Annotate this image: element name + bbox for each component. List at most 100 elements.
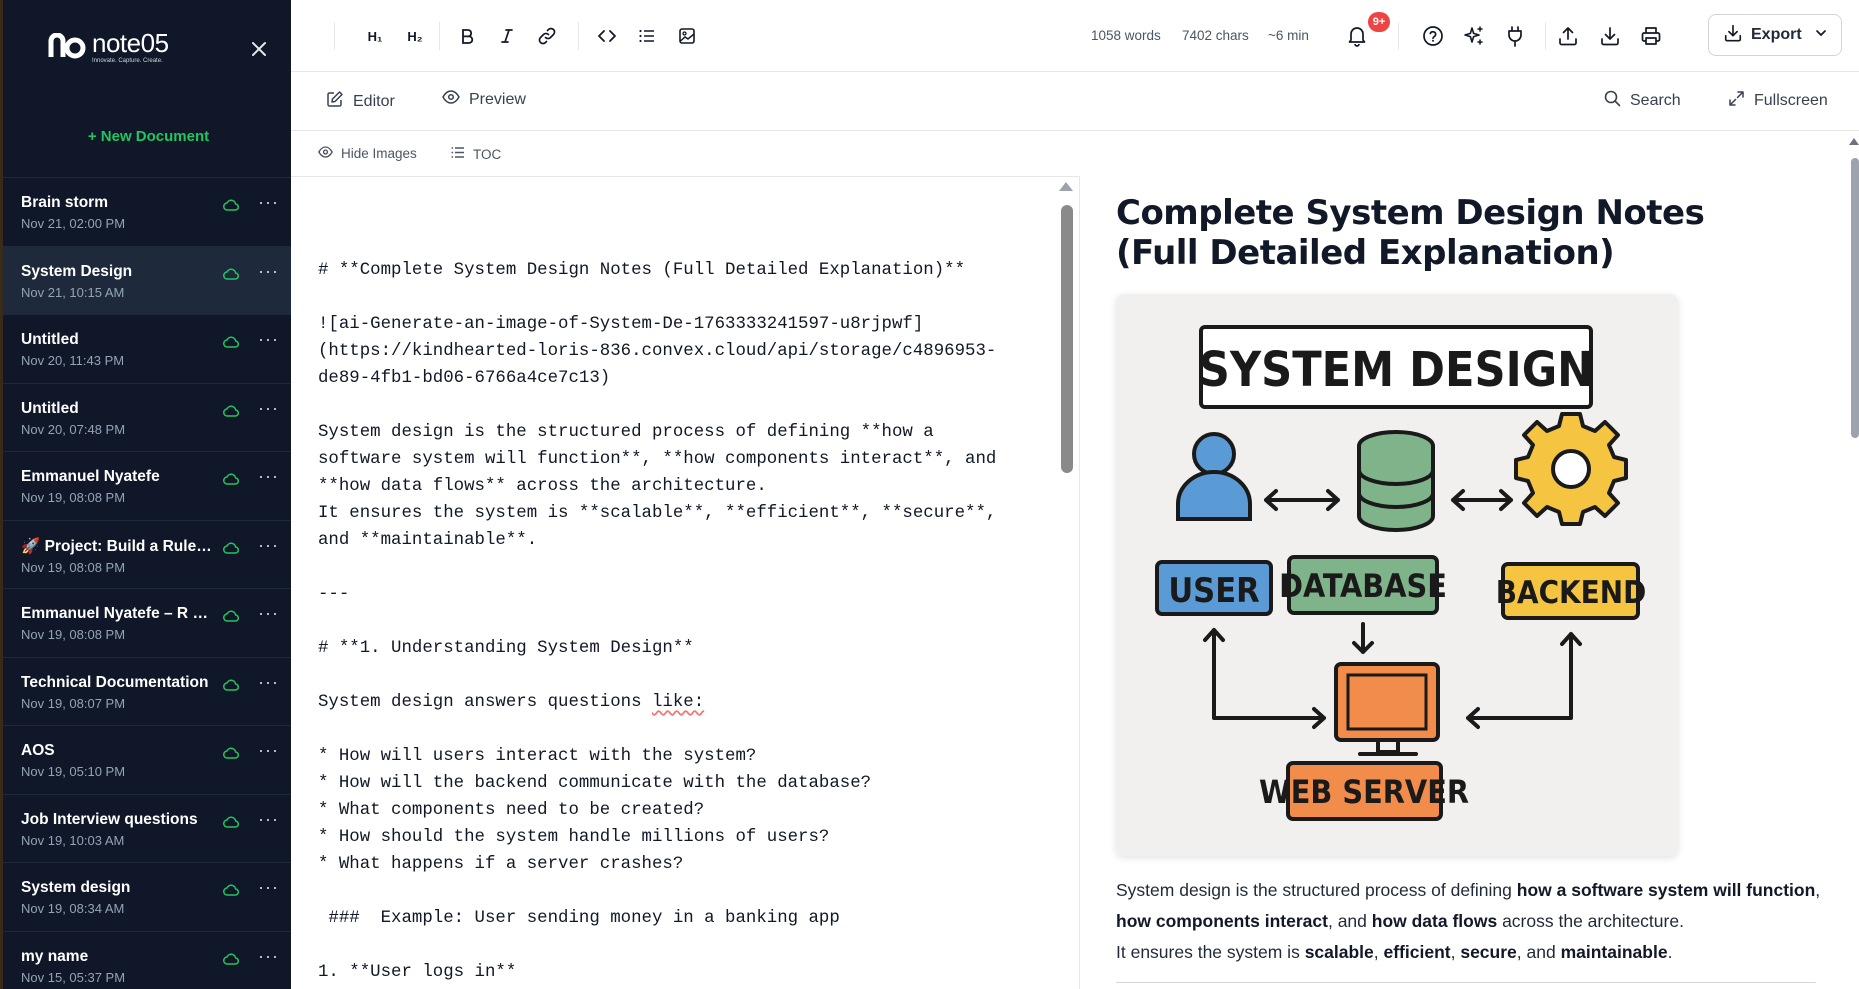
- document-date: Nov 15, 05:37 PM: [21, 969, 126, 985]
- preview-title: Complete System Design Notes (Full Detai…: [1116, 193, 1705, 273]
- help-icon[interactable]: [1420, 24, 1446, 48]
- more-options-icon[interactable]: ···: [258, 466, 279, 486]
- paragraph-text: ,: [1450, 942, 1461, 962]
- more-options-icon[interactable]: ···: [258, 808, 279, 829]
- fullscreen-label: Fullscreen: [1754, 92, 1828, 109]
- editor-scrollbar-thumb[interactable]: [1061, 205, 1073, 473]
- paragraph-bold: secure: [1460, 942, 1517, 962]
- italic-icon[interactable]: [494, 24, 520, 48]
- editor-line: It ensures the system is **scalable**, *…: [318, 504, 997, 523]
- editor-line: System design answers questions like:: [318, 693, 705, 712]
- heading-2-button[interactable]: H₂: [407, 28, 423, 44]
- sidebar-document-item[interactable]: Emmanuel Nyatefe – R & D Nov 19, 08:08 PM…: [3, 588, 291, 657]
- editor-line: # **1. Understanding System Design**: [318, 639, 694, 658]
- sidebar: note05 Innovate. Capture. Create. + New …: [0, 0, 291, 989]
- editor-text[interactable]: # **Complete System Design Notes (Full D…: [318, 257, 1058, 986]
- plug-icon[interactable]: [1502, 24, 1528, 48]
- toc-label: TOC: [473, 146, 502, 162]
- more-options-icon[interactable]: ···: [258, 671, 279, 692]
- document-date: Nov 19, 05:10 PM: [21, 764, 126, 779]
- editor-line: and **maintainable**.: [318, 531, 538, 550]
- system-design-illustration: SYSTEM DESIGN USER DATABASE BACKEND: [1116, 294, 1678, 856]
- upload-icon[interactable]: [1555, 24, 1581, 48]
- hide-images-label: Hide Images: [341, 146, 417, 161]
- document-title: 🚀 Project: Build a Rule-Based System: [21, 537, 213, 555]
- bell-icon[interactable]: [1344, 24, 1370, 48]
- more-options-icon[interactable]: ···: [258, 397, 279, 418]
- more-options-icon[interactable]: ···: [258, 329, 279, 349]
- hide-images-button[interactable]: Hide Images: [318, 146, 417, 161]
- editor-line: ![ai-Generate-an-image-of-System-De-1763…: [318, 315, 924, 334]
- tab-editor[interactable]: Editor: [326, 90, 395, 113]
- bold-icon[interactable]: [454, 24, 480, 48]
- editor-line: [318, 716, 1058, 743]
- more-options-icon[interactable]: ···: [258, 603, 279, 623]
- download-icon[interactable]: [1597, 24, 1623, 48]
- editor-line: ---: [318, 585, 350, 604]
- cloud-synced-icon: [223, 404, 240, 422]
- print-icon[interactable]: [1638, 24, 1664, 48]
- paragraph-bold: how a software system will function: [1516, 880, 1816, 900]
- toc-button[interactable]: TOC: [451, 146, 501, 162]
- link-icon[interactable]: [534, 24, 560, 48]
- sidebar-document-item[interactable]: 🚀 Project: Build a Rule-Based SystemNov …: [3, 519, 291, 589]
- document-date: Nov 19, 08:08 PM: [21, 627, 126, 642]
- export-button[interactable]: Export: [1708, 14, 1842, 56]
- editor-line: [318, 554, 1058, 581]
- more-options-icon[interactable]: ···: [258, 740, 279, 760]
- paragraph-text: across the architecture.: [1497, 911, 1684, 931]
- document-date: Nov 19, 10:03 AM: [21, 832, 125, 848]
- notification-badge: 9+: [1368, 12, 1390, 32]
- close-icon[interactable]: [248, 38, 270, 60]
- tab-editor-label: Editor: [353, 92, 395, 110]
- preview-paragraph: System design is the structured process …: [1116, 875, 1826, 968]
- preview-scroll-up-arrow[interactable]: [1849, 138, 1859, 145]
- preview-scrollbar-thumb[interactable]: [1851, 158, 1859, 438]
- document-title: Emmanuel Nyatefe – R & D: [21, 605, 213, 622]
- image-icon[interactable]: [674, 24, 700, 48]
- editor-subtoolbar: Hide Images TOC: [291, 131, 1080, 177]
- eye-icon: [318, 146, 333, 161]
- new-document-button[interactable]: + New Document: [87, 128, 210, 145]
- editor-line: * How will the backend communicate with …: [318, 774, 872, 793]
- ai-sparkles-icon[interactable]: [1461, 24, 1487, 48]
- document-date: Nov 21, 02:00 PM: [21, 216, 126, 231]
- more-options-icon[interactable]: ···: [258, 534, 279, 555]
- paragraph-text: , and: [1516, 942, 1561, 962]
- editor-line: System design is the structured process …: [318, 423, 934, 442]
- markdown-editor[interactable]: # **Complete System Design Notes (Full D…: [291, 177, 1080, 989]
- editor-line: software system will function**, **how c…: [318, 450, 997, 469]
- document-title: my name: [21, 947, 89, 965]
- list-icon: [451, 146, 465, 162]
- brand-logo[interactable]: note05 Innovate. Capture. Create.: [48, 30, 169, 64]
- more-options-icon[interactable]: ···: [258, 877, 279, 897]
- misspelled-word[interactable]: like:: [651, 693, 705, 712]
- editor-line: **how data flows** across the architectu…: [318, 477, 767, 496]
- more-options-icon[interactable]: ···: [258, 945, 279, 966]
- more-options-icon[interactable]: ···: [258, 260, 279, 281]
- toolbar-divider: [439, 22, 440, 50]
- fullscreen-button[interactable]: Fullscreen: [1728, 90, 1828, 112]
- more-options-icon[interactable]: ···: [258, 192, 279, 212]
- editor-scroll-up-arrow[interactable]: [1059, 182, 1073, 191]
- search-icon: [1604, 90, 1621, 112]
- heading-1-button[interactable]: H₁: [367, 28, 383, 44]
- tab-preview[interactable]: Preview: [442, 90, 526, 109]
- search-button[interactable]: Search: [1604, 90, 1681, 112]
- editor-line: ### Example: User sending money in a ban…: [318, 909, 840, 928]
- cloud-synced-icon: [223, 746, 240, 764]
- bullet-list-icon[interactable]: [634, 24, 660, 48]
- document-title: System Design: [21, 262, 133, 280]
- illustration-heading: SYSTEM DESIGN: [1199, 342, 1594, 398]
- code-icon[interactable]: [594, 24, 620, 48]
